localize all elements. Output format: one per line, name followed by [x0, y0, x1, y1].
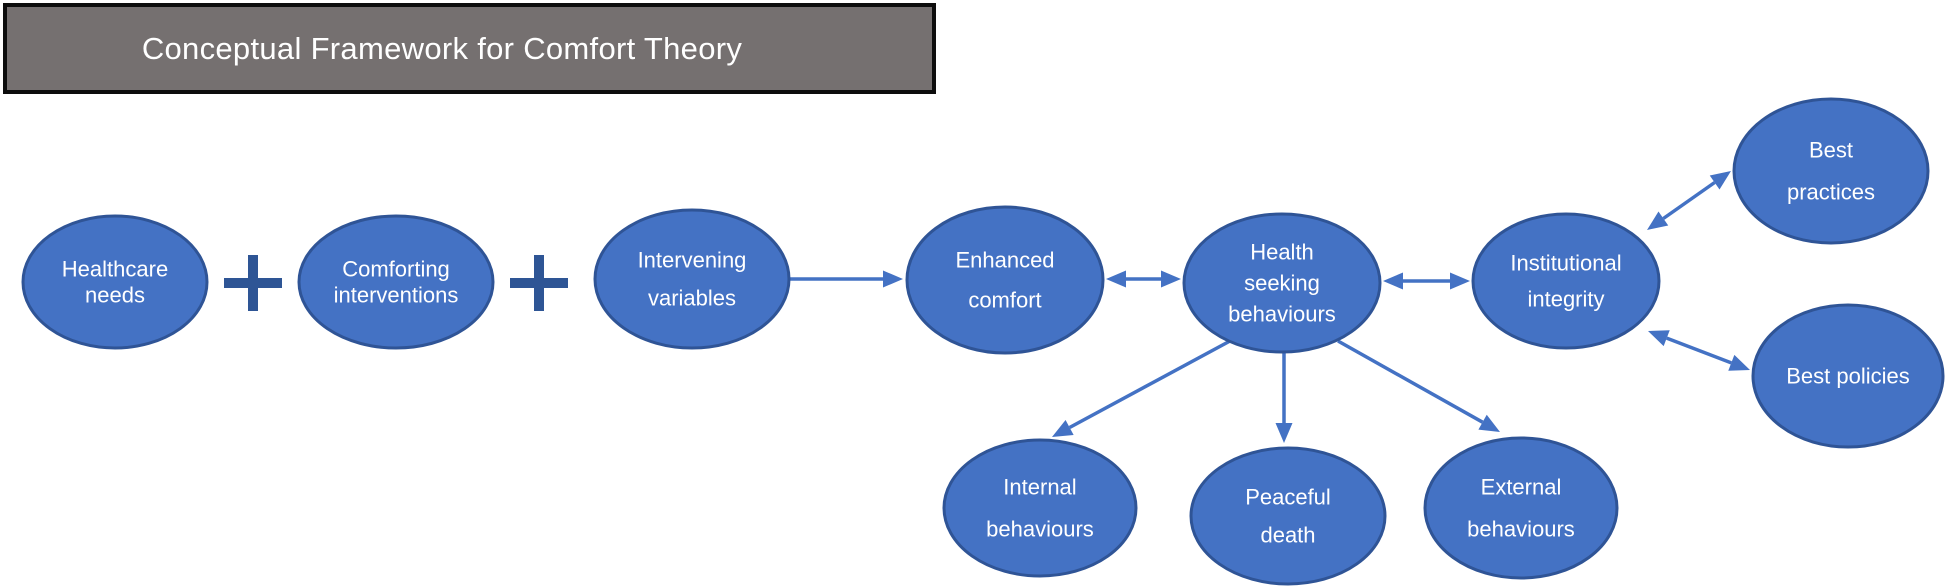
node-ellipse: [1471, 212, 1661, 350]
arrowhead-icon: [1478, 414, 1500, 432]
node-best-policies: Best policies: [1751, 303, 1945, 449]
arrowhead-icon: [1383, 272, 1403, 290]
arrowhead-icon: [1052, 420, 1074, 437]
node-ellipse: [21, 214, 209, 350]
plus-icon: [224, 255, 282, 311]
node-ellipse: [1732, 97, 1930, 245]
arrowhead-icon: [1450, 272, 1470, 290]
arrowhead-icon: [1728, 354, 1750, 371]
node-ellipse: [1189, 446, 1387, 586]
node-ellipse: [297, 214, 495, 350]
arrow-institutional-integrity-and-best-policies: [1648, 330, 1750, 371]
arrow-intervening-variables-to-enhanced-comfort: [790, 270, 903, 288]
node-ellipse: [1751, 303, 1945, 449]
arrowhead-icon: [883, 270, 903, 288]
diagram-title: Conceptual Framework for Comfort Theory: [141, 30, 743, 66]
arrow-health-seeking-behaviours-and-institutional-integrity: [1383, 272, 1470, 290]
node-ellipse: [905, 205, 1105, 355]
arrowhead-icon: [1648, 330, 1670, 347]
plus-icon: [510, 255, 568, 311]
node-ellipse: [593, 208, 791, 350]
node-label: Best policies: [1786, 364, 1910, 389]
node-ellipse: [1182, 212, 1382, 354]
arrowhead-icon: [1275, 423, 1293, 443]
arrow-health-seeking-behaviours-to-internal-behaviours: [1052, 339, 1231, 437]
arrowhead-icon: [1106, 270, 1126, 288]
arrow-health-seeking-behaviours-to-external-behaviours: [1337, 339, 1500, 432]
arrowhead-icon: [1161, 270, 1181, 288]
arrow-health-seeking-behaviours-to-peaceful-death: [1275, 353, 1293, 443]
node-ellipse: [942, 438, 1138, 578]
arrowhead-icon: [1647, 211, 1669, 230]
node-ellipse: [1423, 436, 1619, 580]
arrowhead-icon: [1709, 171, 1731, 190]
arrow-enhanced-comfort-and-health-seeking-behaviours: [1106, 270, 1181, 288]
arrow-institutional-integrity-and-best-practices: [1647, 171, 1731, 230]
diagram-title-box: Conceptual Framework for Comfort Theory: [3, 3, 936, 94]
